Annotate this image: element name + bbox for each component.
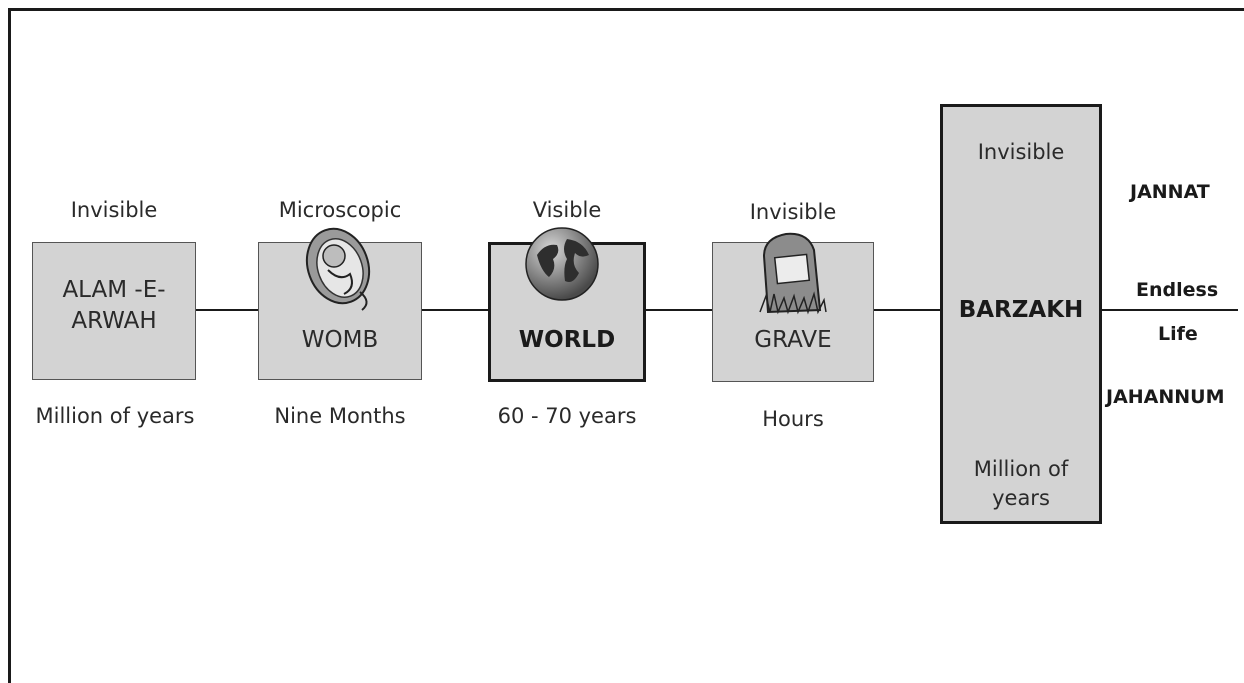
stage-visibility-label: Microscopic [278,198,402,222]
stage-box-barzakh [940,104,1102,524]
gravestone-icon [759,232,827,315]
jahannum-label: JAHANNUM [1106,386,1225,408]
stage-name: WOMB [301,327,379,353]
stage-duration-label: Hours [762,407,824,431]
stage-duration-label: 60 - 70 years [497,404,637,428]
stage-visibility-label: Invisible [749,200,837,224]
globe-icon [525,227,599,301]
stage-duration-label: Nine Months [274,404,406,428]
stage-duration-label: Million of years [35,404,195,428]
connector-line [422,309,488,311]
barzakh-duration-label: Million of years [973,457,1069,511]
stage-box-alam-e-arwah [32,242,196,380]
stage-visibility-label: Visible [532,198,602,222]
fetus-icon [305,227,371,311]
connector-line [646,309,714,311]
connector-line [874,309,940,311]
connector-line [1102,309,1238,311]
stage-visibility-label: Invisible [70,198,158,222]
jannat-label: JANNAT [1130,181,1210,203]
connector-line [196,309,260,311]
barzakh-visibility-label: Invisible [977,140,1065,164]
stage-name: GRAVE [754,327,832,353]
stage-name: WORLD [518,327,616,353]
endless-label: Endless [1136,279,1219,301]
life-label: Life [1158,323,1198,345]
diagram-frame [8,8,1244,683]
stage-name: ALAM -E- ARWAH [62,277,166,335]
barzakh-name: BARZAKH [958,297,1084,323]
